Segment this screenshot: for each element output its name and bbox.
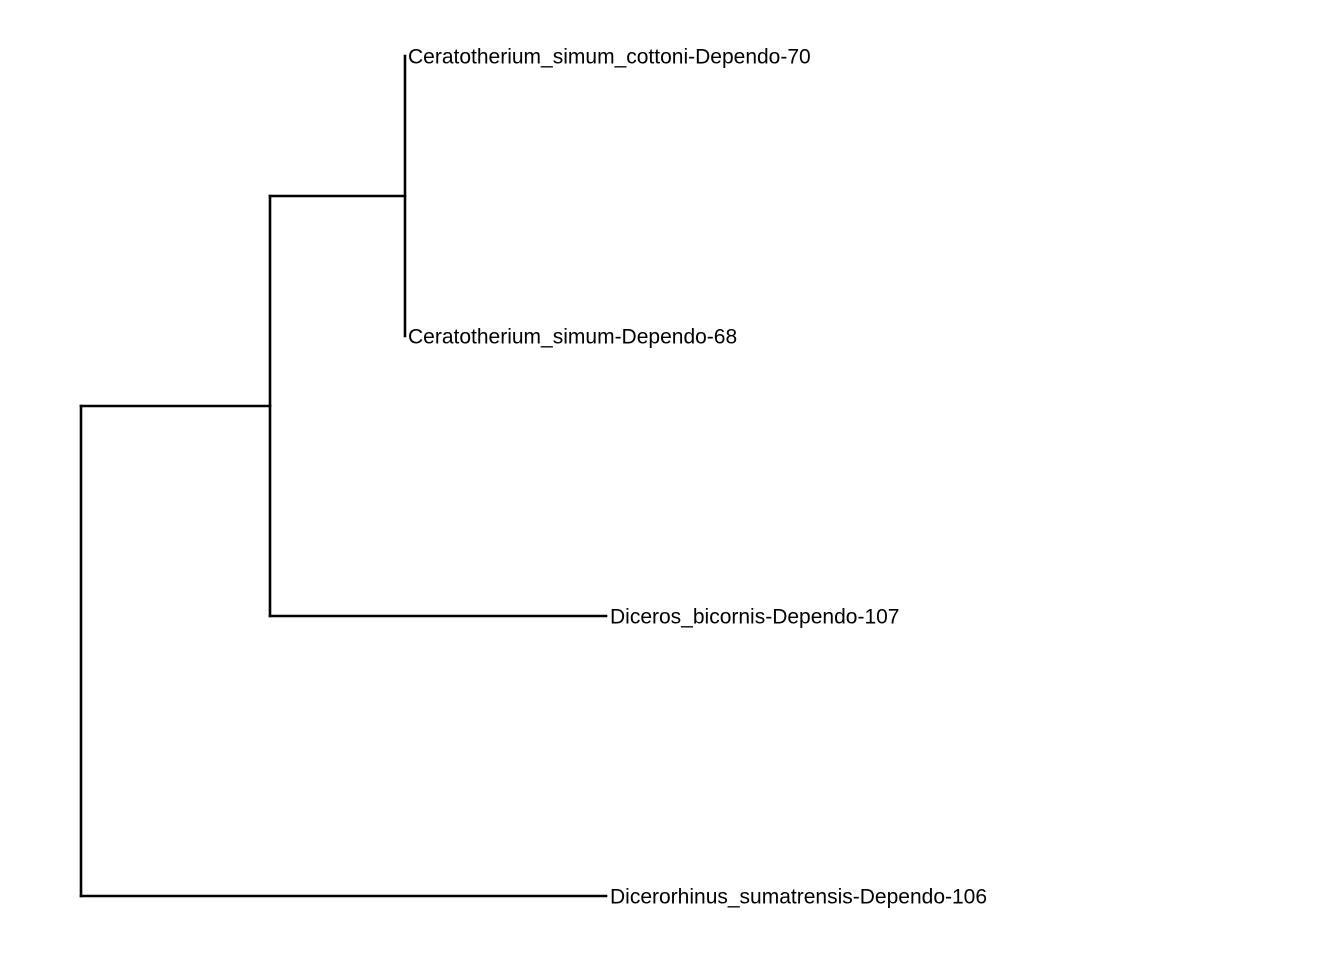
tip-labels: Ceratotherium_simum_cottoni-Dependo-70 C… <box>408 46 987 909</box>
root-clade <box>79 404 608 898</box>
inner-clade <box>268 194 608 618</box>
tip-label-ceratotherium-simum-cottoni: Ceratotherium_simum_cottoni-Dependo-70 <box>408 46 811 69</box>
tip-label-ceratotherium-simum: Ceratotherium_simum-Dependo-68 <box>408 326 737 349</box>
tip-label-diceros-bicornis: Diceros_bicornis-Dependo-107 <box>610 606 900 629</box>
tip-label-dicerorhinus-sumatrensis: Dicerorhinus_sumatrensis-Dependo-106 <box>610 886 987 909</box>
